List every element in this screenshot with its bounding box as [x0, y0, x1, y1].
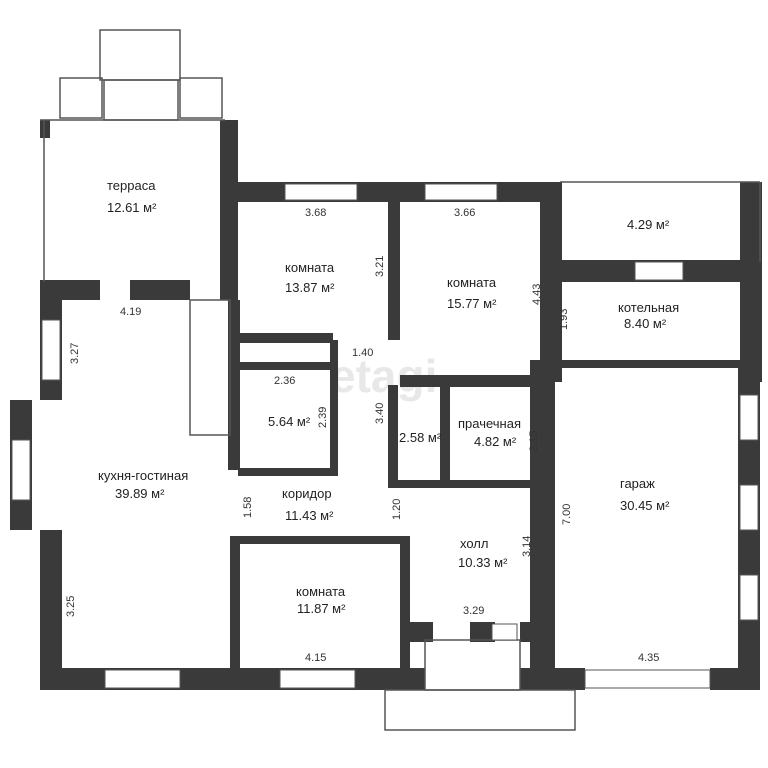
dim-443: 4.43 [531, 284, 543, 305]
dim-215: 2.15 [528, 431, 540, 452]
room3-name: комната [296, 584, 346, 599]
garage-name: гараж [620, 476, 655, 491]
balcony-area: 4.29 м² [627, 217, 670, 232]
bathroom-area: 5.64 м² [268, 414, 311, 429]
dim-120: 1.20 [391, 499, 403, 520]
dim-239: 2.39 [317, 407, 329, 428]
room1-name: комната [285, 260, 335, 275]
hall-area: 10.33 м² [458, 555, 508, 570]
corridor-name: коридор [282, 486, 332, 501]
dimension-labels: 3.68 3.66 3.21 4.43 1.93 4.19 3.27 1.40 … [65, 207, 659, 664]
boiler-area: 8.40 м² [624, 316, 667, 331]
corridor-area: 11.43 м² [285, 508, 334, 523]
dim-321: 3.21 [374, 256, 386, 277]
wc-area: 2.58 м² [399, 430, 442, 445]
dim-140: 1.40 [352, 347, 373, 359]
garage-area: 30.45 м² [620, 498, 670, 513]
dim-419: 4.19 [120, 306, 141, 318]
dim-435: 4.35 [638, 652, 659, 664]
dim-158: 1.58 [242, 497, 254, 518]
room2-area: 15.77 м² [447, 296, 497, 311]
hall-name: холл [460, 536, 488, 551]
dim-368: 3.68 [305, 207, 326, 219]
dim-193: 1.93 [558, 309, 570, 330]
dim-327: 3.27 [69, 343, 81, 364]
windows [11, 183, 759, 689]
room2-name: комната [447, 275, 497, 290]
kitchen-name: кухня-гостиная [98, 468, 188, 483]
terrace-area: 12.61 м² [107, 200, 157, 215]
dim-236: 2.36 [274, 375, 295, 387]
thin-lines [40, 29, 761, 731]
room3-area: 11.87 м² [297, 601, 346, 616]
dim-366: 3.66 [454, 207, 475, 219]
room1-area: 13.87 м² [285, 280, 335, 295]
dim-314: 3.14 [521, 536, 533, 557]
kitchen-area: 39.89 м² [115, 486, 165, 501]
dim-700: 7.00 [561, 504, 573, 525]
laundry-area: 4.82 м² [474, 434, 517, 449]
dim-415: 4.15 [305, 652, 326, 664]
dim-325: 3.25 [65, 596, 77, 617]
room-labels: терраса 12.61 м² комната 13.87 м² комнат… [98, 178, 679, 616]
dim-329: 3.29 [463, 605, 484, 617]
laundry-name: прачечная [458, 416, 521, 431]
boiler-name: котельная [618, 300, 679, 315]
terrace-name: терраса [107, 178, 156, 193]
dim-340: 3.40 [374, 403, 386, 424]
